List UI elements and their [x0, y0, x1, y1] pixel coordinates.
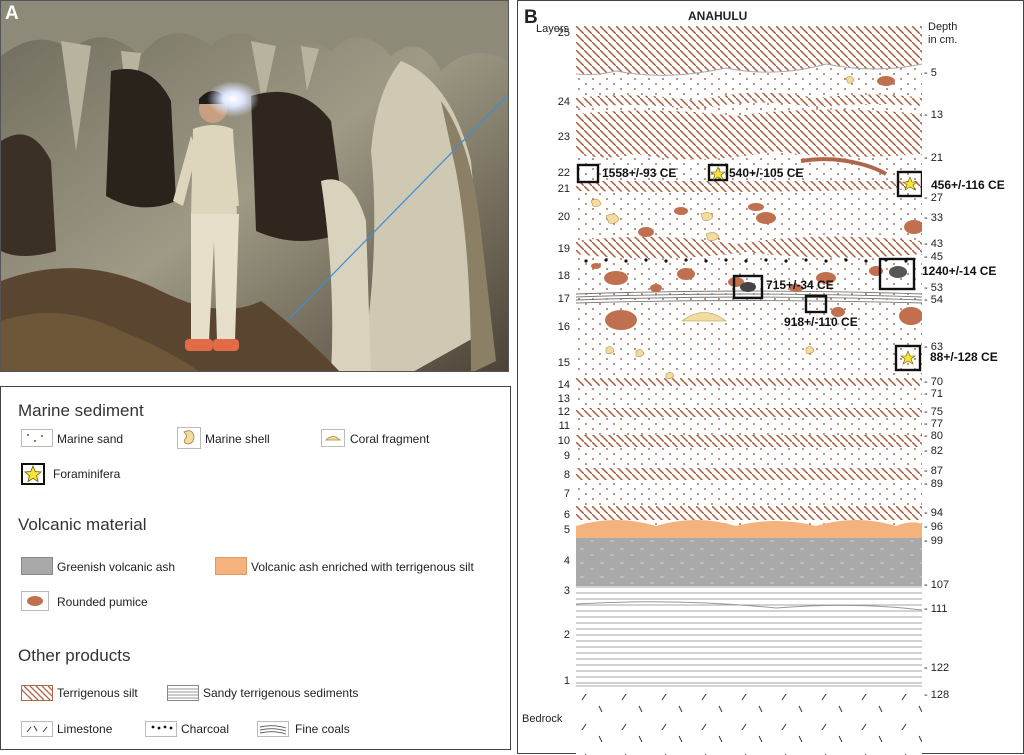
layer-label: 5 — [563, 524, 570, 536]
cave-photo: A — [0, 0, 509, 372]
depth-label: - 27 — [924, 192, 943, 204]
coral-fragment-label: Coral fragment — [350, 432, 430, 446]
terrigenous-silt-label: Terrigenous silt — [57, 686, 138, 700]
limestone-label: Limestone — [57, 722, 113, 736]
charcoal-label: Charcoal — [181, 722, 230, 736]
rounded-pumice-icon — [21, 591, 49, 611]
layer-label: 2 — [563, 629, 570, 641]
ash-enriched-label: Volcanic ash enriched with terrigenous s… — [251, 560, 474, 574]
ash-enriched-swatch — [215, 557, 247, 575]
depth-header: Depth in cm. — [928, 21, 958, 46]
depth-label: - 107 — [924, 579, 950, 591]
depth-label: - 80 — [924, 430, 943, 442]
marine-shell-label: Marine shell — [205, 432, 270, 446]
layer-label: 16 — [557, 321, 570, 333]
greenish-ash-swatch — [21, 557, 53, 575]
layer-label: 19 — [557, 243, 570, 255]
depth-label: - 77 — [924, 418, 943, 430]
layer-label: 20 — [557, 211, 570, 223]
foraminifera-star-icon — [21, 463, 45, 485]
date-label-88: 88+/-128 CE — [930, 350, 998, 364]
legend-other-heading: Other products — [18, 646, 131, 665]
legend: Marine sediment Marine sand Marine shell… — [0, 386, 511, 750]
layer-label: 18 — [557, 270, 570, 282]
foraminifera-label: Foraminifera — [53, 467, 121, 481]
greenish-ash-label: Greenish volcanic ash — [57, 560, 176, 574]
layer-label: 22 — [557, 167, 570, 179]
layers-header: Layers — [536, 23, 570, 35]
stratigraphic-column — [576, 26, 922, 755]
sandy-terrigenous-swatch — [167, 685, 199, 701]
legend-marine-heading: Marine sediment — [18, 401, 144, 420]
panel-b-letter: B — [524, 7, 538, 28]
layer-label: 17 — [557, 293, 570, 305]
date-label-1240: 1240+/-14 CE — [922, 264, 997, 278]
limestone-swatch — [21, 721, 53, 737]
depth-label: - 33 — [924, 212, 943, 224]
layer-label: 3 — [563, 585, 570, 597]
date-label-540: 540+/-105 CE — [729, 166, 804, 180]
depth-label: - 5 — [924, 67, 937, 79]
sandy-terrigenous-label: Sandy terrigenous sediments — [203, 686, 359, 700]
date-label-456: 456+/-116 CE — [931, 178, 1005, 192]
layer-label: Bedrock — [522, 713, 563, 725]
depth-label: - 94 — [924, 507, 943, 519]
depth-label: - 99 — [924, 535, 943, 547]
depth-label: - 45 — [924, 251, 943, 263]
site-title: ANAHULU — [688, 9, 748, 23]
layer-label: 25 — [557, 27, 570, 39]
depth-label: - 54 — [924, 294, 943, 306]
date-label-1558: 1558+/-93 CE — [602, 166, 677, 180]
depth-label: - 82 — [924, 445, 943, 457]
coral-fragment-icon — [321, 429, 345, 447]
layer-label: 13 — [557, 393, 570, 405]
depth-label: - 87 — [924, 465, 943, 477]
layer-label: 6 — [563, 509, 570, 521]
layer-label: 10 — [557, 435, 570, 447]
depth-label: - 63 — [924, 341, 943, 353]
legend-volcanic-heading: Volcanic material — [18, 515, 147, 534]
date-label-715: 715+/-34 CE — [766, 278, 834, 292]
layer-label: 8 — [563, 469, 570, 481]
layer-label: 21 — [557, 183, 570, 195]
layer-label: 11 — [558, 420, 570, 432]
layer-label: 15 — [557, 357, 570, 369]
depth-label: - 122 — [924, 662, 950, 674]
charcoal-swatch — [145, 721, 177, 737]
layer-label: 24 — [557, 96, 570, 108]
depth-label: - 89 — [924, 478, 943, 490]
depth-label: - 71 — [924, 388, 943, 400]
layer-label: 9 — [563, 450, 570, 462]
depth-label: - 128 — [924, 689, 950, 701]
cave-photo-illustration — [1, 1, 508, 371]
depth-label: - 75 — [924, 406, 943, 418]
depth-label: - 53 — [924, 282, 943, 294]
layer-label: 1 — [563, 675, 570, 687]
stratigraphy-panel: B ANAHULU Layers Depth in cm. — [517, 0, 1024, 755]
fine-coals-label: Fine coals — [295, 722, 350, 736]
panel-a-letter: A — [5, 3, 19, 24]
layer-label: 14 — [557, 379, 570, 391]
layer-label: 7 — [563, 488, 570, 500]
depth-label: - 111 — [924, 603, 948, 615]
date-label-918: 918+/-110 CE — [784, 315, 858, 329]
fine-coals-swatch — [257, 721, 289, 737]
marine-sand-label: Marine sand — [57, 432, 124, 446]
terrigenous-silt-swatch — [17, 685, 63, 701]
depth-label: - 13 — [924, 109, 943, 121]
photo-pointer-line — [288, 94, 508, 320]
depth-label: - 21 — [924, 152, 943, 164]
depth-label: - 70 — [924, 376, 943, 388]
layer-label: 23 — [557, 131, 570, 143]
layer-label: 4 — [563, 555, 570, 567]
rounded-pumice-label: Rounded pumice — [57, 595, 148, 609]
layer-label: 12 — [557, 406, 570, 418]
depth-label: - 43 — [924, 238, 943, 250]
depth-label: - 96 — [924, 521, 943, 533]
marine-shell-icon — [177, 427, 201, 449]
marine-sand-swatch — [21, 429, 53, 447]
